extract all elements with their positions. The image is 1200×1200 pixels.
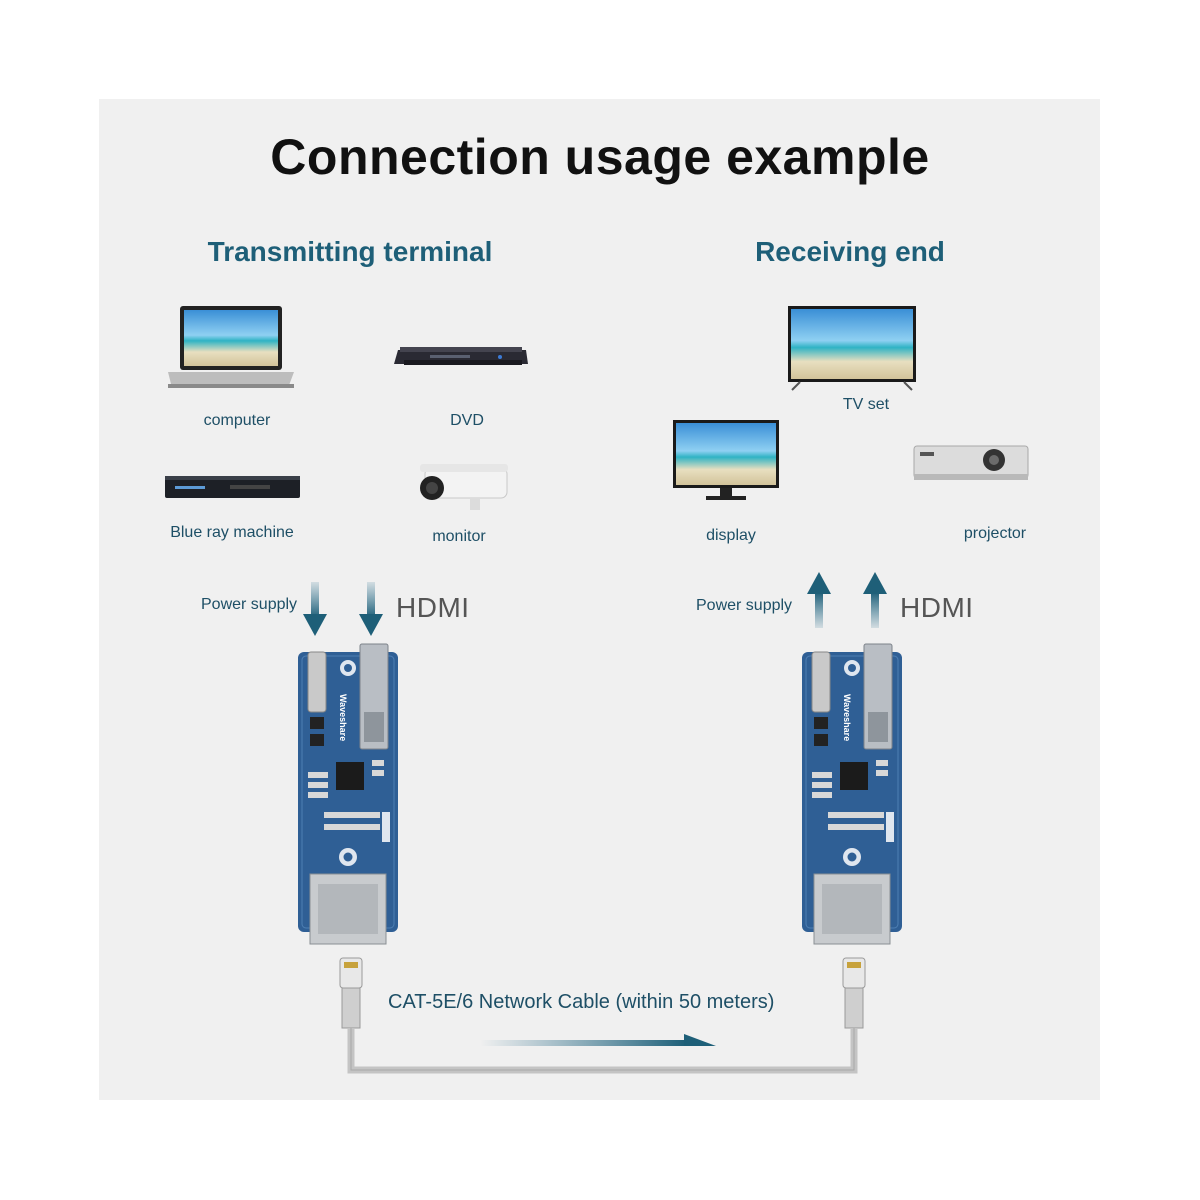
tx-hdmi-arrow	[359, 582, 383, 636]
device-label-dvd: DVD	[450, 412, 484, 429]
tx-power-label: Power supply	[201, 596, 298, 613]
desktop-monitor-icon	[673, 420, 779, 500]
rx-power-arrow	[807, 572, 831, 628]
tx-hdmi-label: HDMI	[396, 592, 470, 623]
tv-icon	[788, 306, 916, 391]
device-label-projector: projector	[963, 525, 1027, 542]
tx-extender-board	[297, 643, 399, 945]
security-camera-icon	[420, 464, 508, 510]
diagram-title: Connection usage example	[270, 129, 930, 185]
rx-hdmi-label: HDMI	[900, 592, 974, 623]
device-label-display: display	[706, 527, 756, 544]
diagram-background	[99, 99, 1100, 1100]
rx-hdmi-arrow	[863, 572, 887, 628]
laptop-icon	[168, 306, 294, 388]
device-label-bluray: Blue ray machine	[170, 524, 294, 541]
network-cable	[339, 957, 866, 1074]
signal-direction-arrow	[480, 1034, 716, 1046]
projector-icon	[913, 445, 1029, 480]
bluray-player-icon	[165, 476, 300, 498]
rx-board-brand: Waveshare	[842, 694, 852, 741]
rx-power-label: Power supply	[696, 597, 793, 614]
device-label-monitor: monitor	[432, 528, 486, 545]
tx-board-brand: Waveshare	[338, 694, 348, 741]
transmitting-title: Transmitting terminal	[207, 236, 493, 267]
rx-extender-board	[801, 643, 903, 945]
device-label-computer: computer	[203, 412, 271, 429]
tx-power-arrow	[303, 582, 327, 636]
dvd-player-icon	[394, 347, 528, 365]
cable-label: CAT-5E/6 Network Cable (within 50 meters…	[388, 991, 775, 1013]
device-label-tv: TV set	[842, 396, 890, 413]
receiving-title: Receiving end	[755, 236, 945, 267]
